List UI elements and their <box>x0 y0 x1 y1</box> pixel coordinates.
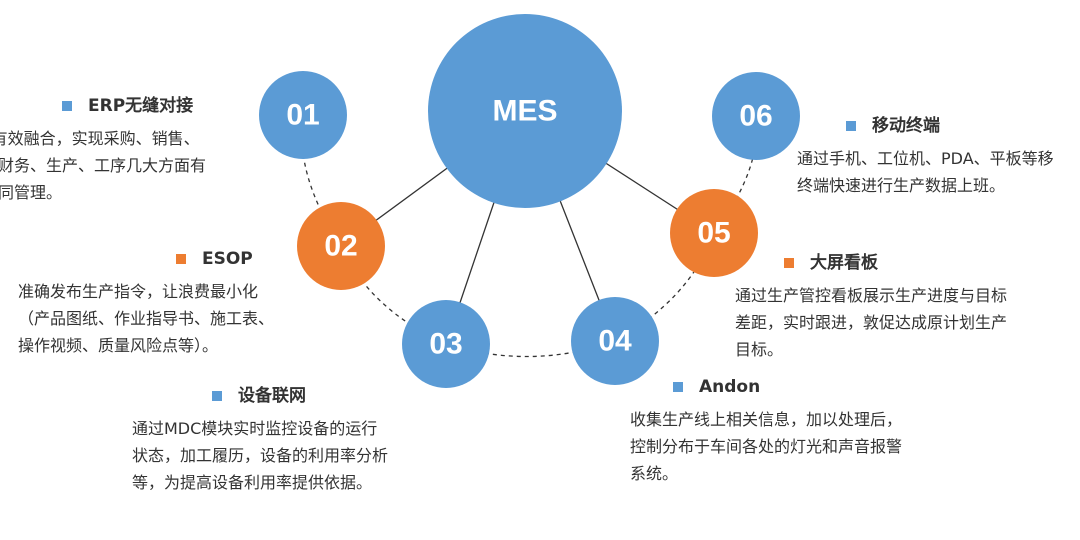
node-label-06: 06 <box>739 100 772 133</box>
node-05 <box>670 189 758 277</box>
node-label-04: 04 <box>598 325 632 358</box>
bullet-square-icon <box>846 121 856 131</box>
feature-description: 准确发布生产指令，让浪费最小化 （产品图纸、作业指导书、施工表、 操作视频、质量… <box>18 278 274 359</box>
description-line: 收集生产线上相关信息，加以处理后， <box>630 410 903 429</box>
node-03 <box>402 300 490 388</box>
feature-equipment-network: 设备联网 通过MDC模块实时监控设备的运行 状态，加工履历，设备的利用率分析 等… <box>132 385 388 496</box>
feature-andon: Andon 收集生产线上相关信息，加以处理后， 控制分布于车间各处的灯光和声音报… <box>630 376 902 487</box>
description-line: 目标。 <box>735 340 784 359</box>
nodes: MES 01 02 03 04 05 06 <box>259 14 800 388</box>
center-label: MES <box>492 95 557 128</box>
node-label-03: 03 <box>429 328 462 361</box>
feature-erp: ERP无缝对接 P有效融合，实现采购、销售、 、财务、生产、工序几大方面有 协同… <box>0 95 206 206</box>
node-02 <box>297 202 385 290</box>
bullet-square-icon <box>176 254 186 264</box>
description-line: 控制分布于车间各处的灯光和声音报警 <box>630 437 903 456</box>
node-label-01: 01 <box>286 99 319 132</box>
description-line: 通过手机、工位机、PDA、平板等移 <box>797 149 1054 168</box>
description-line: 、财务、生产、工序几大方面有 <box>0 156 207 175</box>
description-line: 协同管理。 <box>0 183 63 202</box>
feature-esop: ESOP 准确发布生产指令，让浪费最小化 （产品图纸、作业指导书、施工表、 操作… <box>18 248 274 359</box>
bullet-square-icon <box>62 101 72 111</box>
description-line: 通过生产管控看板展示生产进度与目标 <box>735 286 1008 305</box>
description-line: 差距，实时跟进，敦促达成原计划生产 <box>735 313 1008 332</box>
feature-title: ERP无缝对接 <box>88 96 194 116</box>
center-node <box>428 14 622 208</box>
node-label-05: 05 <box>697 217 730 250</box>
node-01 <box>259 71 347 159</box>
feature-mobile-terminal: 移动终端 通过手机、工位机、PDA、平板等移 终端快速进行生产数据上班。 <box>797 115 1080 199</box>
feature-description: 收集生产线上相关信息，加以处理后， 控制分布于车间各处的灯光和声音报警 系统。 <box>630 406 902 487</box>
feature-description: P有效融合，实现采购、销售、 、财务、生产、工序几大方面有 协同管理。 <box>0 125 206 206</box>
node-04 <box>571 297 659 385</box>
description-line: 等，为提高设备利用率提供依据。 <box>132 473 373 492</box>
bullet-square-icon <box>212 391 222 401</box>
feature-title: ESOP <box>202 249 253 269</box>
feature-big-screen-board: 大屏看板 通过生产管控看板展示生产进度与目标 差距，实时跟进，敦促达成原计划生产… <box>735 252 1007 363</box>
feature-description: 通过手机、工位机、PDA、平板等移 终端快速进行生产数据上班。 <box>797 145 1080 199</box>
node-label-02: 02 <box>324 230 357 263</box>
feature-title: 设备联网 <box>238 386 306 406</box>
feature-description: 通过生产管控看板展示生产进度与目标 差距，实时跟进，敦促达成原计划生产 目标。 <box>735 282 1007 363</box>
feature-title: 移动终端 <box>872 116 940 136</box>
node-06 <box>712 72 800 160</box>
description-line: 状态，加工履历，设备的利用率分析 <box>132 446 389 465</box>
description-line: 终端快速进行生产数据上班。 <box>797 176 1006 195</box>
description-line: P有效融合，实现采购、销售、 <box>0 129 200 148</box>
bullet-square-icon <box>784 258 794 268</box>
feature-title: Andon <box>699 377 761 397</box>
description-line: （产品图纸、作业指导书、施工表、 <box>18 309 275 328</box>
description-line: 准确发布生产指令，让浪费最小化 <box>18 282 259 301</box>
description-line: 通过MDC模块实时监控设备的运行 <box>132 419 378 438</box>
description-line: 操作视频、质量风险点等）。 <box>18 336 219 355</box>
bullet-square-icon <box>673 382 683 392</box>
feature-title: 大屏看板 <box>810 253 878 273</box>
feature-description: 通过MDC模块实时监控设备的运行 状态，加工履历，设备的利用率分析 等，为提高设… <box>132 415 388 496</box>
description-line: 系统。 <box>630 464 679 483</box>
